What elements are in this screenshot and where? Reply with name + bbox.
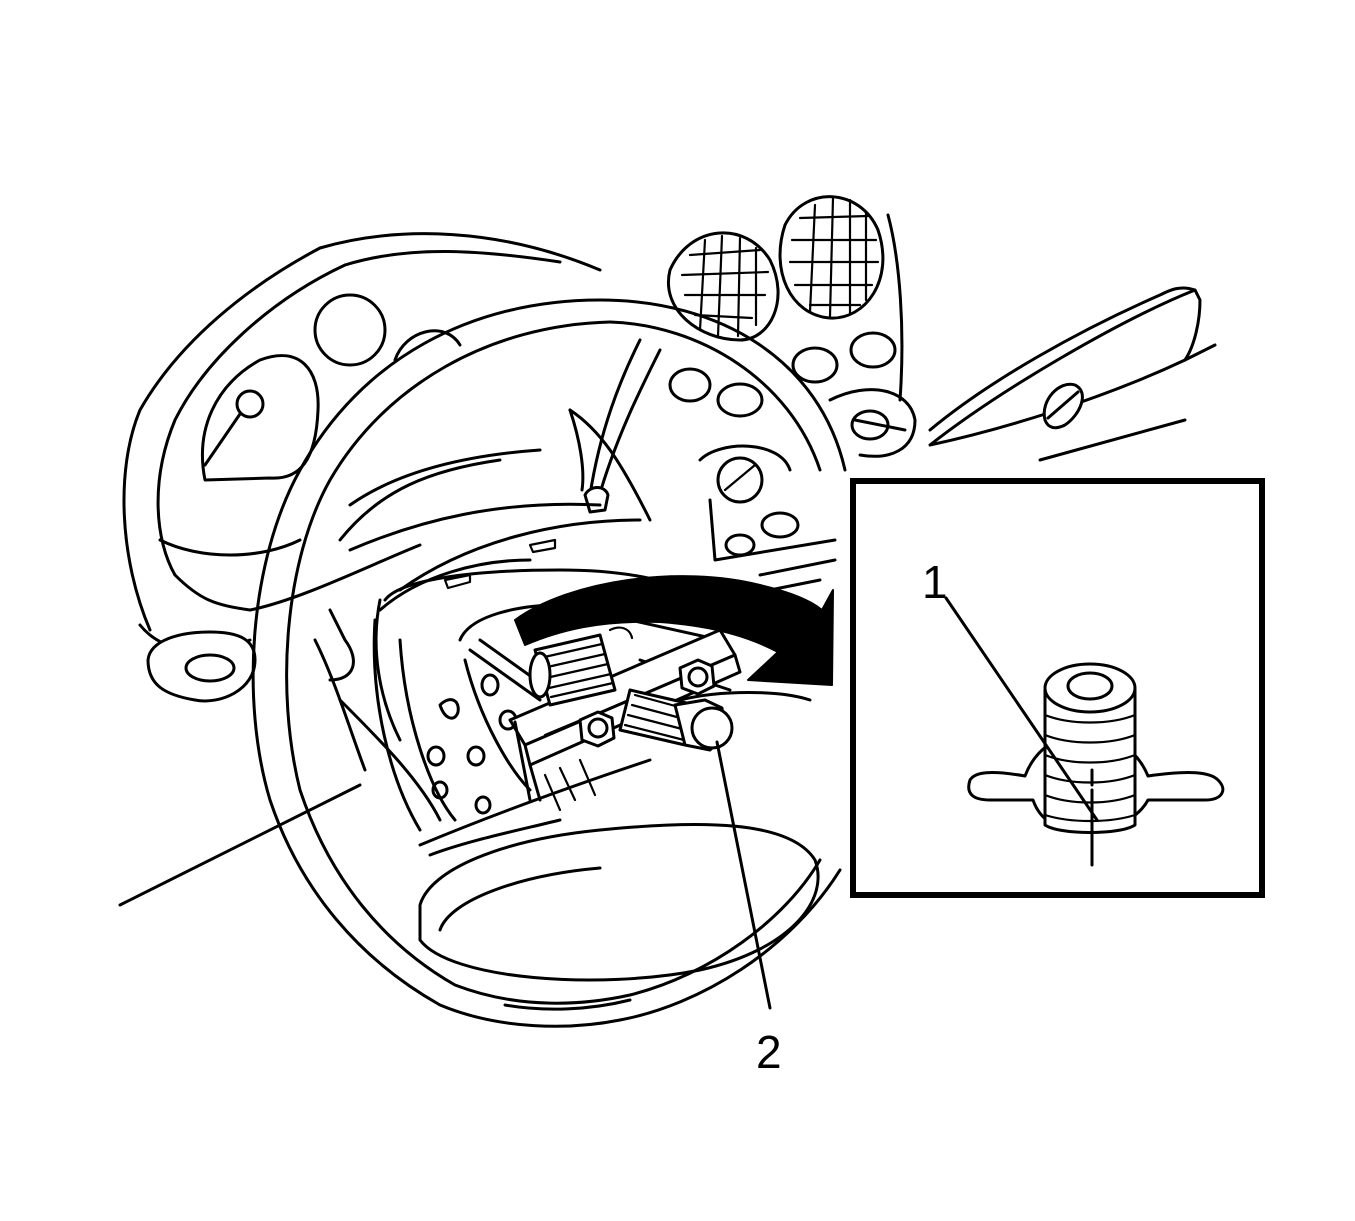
threaded-stud-detail xyxy=(1043,662,1137,834)
callout-2-leader xyxy=(715,740,772,1010)
nut-left xyxy=(578,710,616,748)
callout-1-leader xyxy=(944,596,1099,822)
steering-wheel xyxy=(251,298,847,1028)
forcing-screw xyxy=(618,688,734,752)
passenger-panel xyxy=(928,286,1217,462)
callout-2: 2 xyxy=(715,740,782,1078)
nut-right xyxy=(678,658,716,696)
rotation-arrow xyxy=(514,575,834,686)
center-air-vents xyxy=(667,195,917,592)
callout-1: 1 xyxy=(922,556,1099,822)
detail-inset xyxy=(850,478,1265,898)
puller-tool xyxy=(468,628,742,812)
threaded-screw-upper xyxy=(528,633,617,707)
callout-1-label: 1 xyxy=(922,556,948,608)
dashboard xyxy=(118,232,602,907)
callout-2-label: 2 xyxy=(756,1026,782,1078)
